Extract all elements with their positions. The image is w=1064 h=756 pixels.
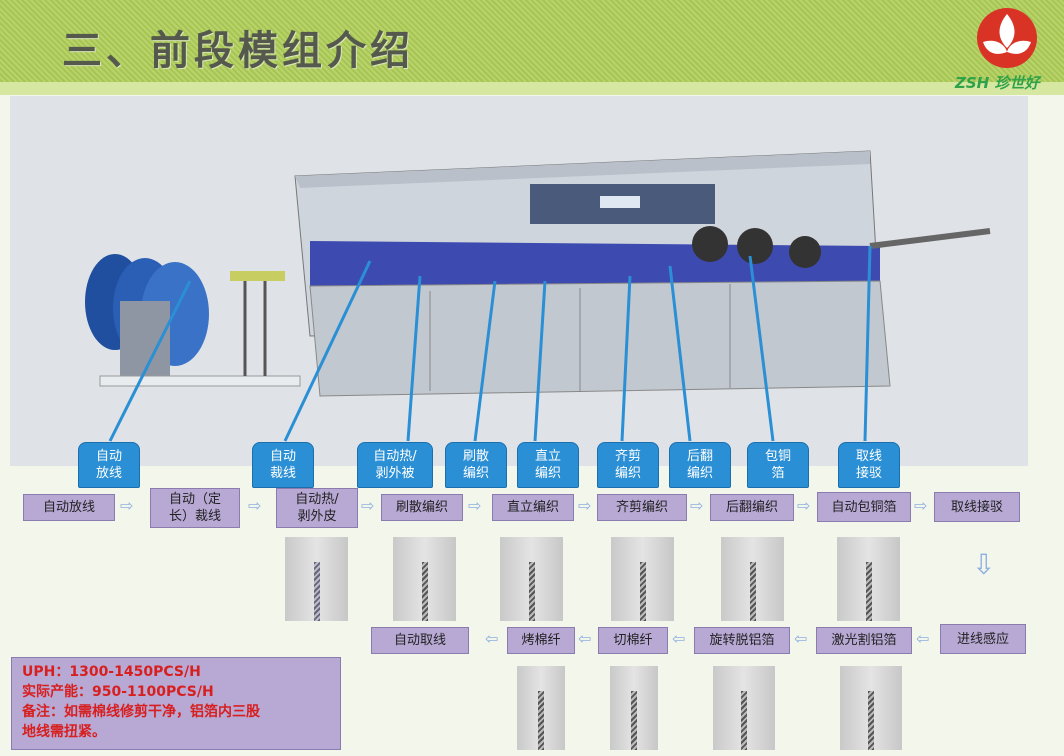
arrow-left-icon: ⇦ bbox=[794, 629, 808, 648]
arrow-down-icon: ⇩ bbox=[972, 548, 996, 581]
callout-fold-braid: 后翻 编织 bbox=[669, 442, 731, 488]
wire-photo bbox=[500, 537, 563, 621]
callout-auto-strip: 自动热/ 剥外被 bbox=[357, 442, 433, 488]
wire-photo bbox=[713, 666, 775, 750]
logo-text: ZSH 珍世好 bbox=[955, 74, 1040, 92]
process-step-7: 后翻编织 bbox=[710, 494, 794, 521]
arrow-right-icon: ⇨ bbox=[797, 496, 811, 515]
wire-photo bbox=[721, 537, 784, 621]
machine-body-illustration bbox=[294, 150, 991, 397]
callout-brush-braid: 刷散 编织 bbox=[445, 442, 507, 488]
machine-render-panel bbox=[10, 96, 1028, 466]
callout-trim-braid: 齐剪 编织 bbox=[597, 442, 659, 488]
remark-text: 备注：如需棉线修剪干净，铝箔内三股 bbox=[22, 704, 260, 720]
process-step-3: 自动热/ 剥外皮 bbox=[276, 488, 358, 528]
arrow-left-icon: ⇦ bbox=[485, 629, 499, 648]
process-step-13: 旋转脱铝箔 bbox=[694, 627, 790, 654]
process-step-2: 自动（定 长）裁线 bbox=[150, 488, 240, 528]
callout-auto-cut: 自动 裁线 bbox=[252, 442, 314, 488]
wire-photo bbox=[611, 537, 674, 621]
arrow-right-icon: ⇨ bbox=[120, 496, 134, 515]
remark-text-2: 地线需扭紧。 bbox=[22, 724, 106, 740]
callout-upright-braid: 直立 编织 bbox=[517, 442, 579, 488]
wire-photo bbox=[840, 666, 902, 750]
process-step-10: 自动取线 bbox=[371, 627, 469, 654]
process-step-14: 激光割铝箔 bbox=[816, 627, 912, 654]
arrow-right-icon: ⇨ bbox=[690, 496, 704, 515]
wire-photo bbox=[285, 537, 348, 621]
arrow-right-icon: ⇨ bbox=[248, 496, 262, 515]
header-band bbox=[0, 82, 1064, 95]
wire-photo bbox=[837, 537, 900, 621]
process-step-11: 烤棉纤 bbox=[507, 627, 575, 654]
callout-take-wire: 取线 接驳 bbox=[838, 442, 900, 488]
process-step-15: 进线感应 bbox=[940, 624, 1026, 654]
uph-text: UPH：1300-1450PCS/H bbox=[22, 664, 201, 680]
process-step-4: 刷散编织 bbox=[381, 494, 463, 521]
capacity-info-box: UPH：1300-1450PCS/H 实际产能：950-1100PCS/H 备注… bbox=[11, 657, 341, 750]
callout-copper-foil: 包铜 箔 bbox=[747, 442, 809, 488]
process-step-6: 齐剪编织 bbox=[597, 494, 687, 521]
slide-header bbox=[0, 0, 1064, 95]
callout-lines bbox=[108, 245, 872, 442]
wire-photo bbox=[393, 537, 456, 621]
process-step-12: 切棉纤 bbox=[598, 627, 668, 654]
actual-capacity-text: 实际产能：950-1100PCS/H bbox=[22, 684, 214, 700]
slide-title: 三、前段模组介绍 bbox=[62, 28, 414, 74]
callout-auto-payout: 自动 放线 bbox=[78, 442, 140, 488]
wire-photo bbox=[610, 666, 658, 750]
process-step-1: 自动放线 bbox=[23, 494, 115, 521]
arrow-left-icon: ⇦ bbox=[672, 629, 686, 648]
arrow-right-icon: ⇨ bbox=[914, 496, 928, 515]
arrow-left-icon: ⇦ bbox=[916, 629, 930, 648]
wire-photo bbox=[517, 666, 565, 750]
process-step-5: 直立编织 bbox=[492, 494, 574, 521]
machine-illustration bbox=[85, 150, 991, 442]
arrow-right-icon: ⇨ bbox=[361, 496, 375, 515]
logo-icon bbox=[977, 8, 1037, 68]
arrow-right-icon: ⇨ bbox=[578, 496, 592, 515]
process-step-8: 自动包铜箔 bbox=[817, 492, 911, 522]
wire-spool-illustration bbox=[85, 254, 301, 387]
arrow-right-icon: ⇨ bbox=[468, 496, 482, 515]
process-step-9: 取线接驳 bbox=[934, 492, 1020, 522]
arrow-left-icon: ⇦ bbox=[578, 629, 592, 648]
